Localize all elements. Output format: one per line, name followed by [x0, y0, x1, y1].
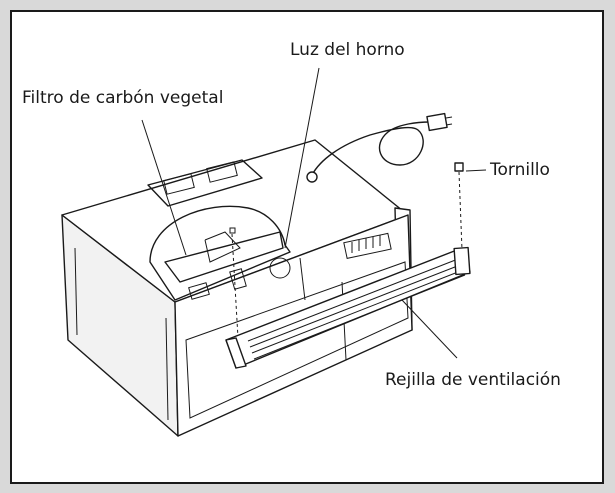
filter-opening: [149, 205, 306, 301]
top-plates: [147, 159, 263, 207]
label-vent-grille: Rejilla de ventilación: [385, 370, 561, 390]
leader-charcoal-filter: [141, 119, 187, 256]
leader-lines: [141, 67, 487, 359]
control-slots: [343, 232, 392, 259]
leader-vent-grille: [401, 299, 458, 359]
power-cord: [306, 112, 453, 183]
screw-assembly: [229, 162, 464, 339]
label-charcoal-filter: Filtro de carbón vegetal: [22, 88, 224, 108]
leader-screw: [465, 169, 487, 172]
vent-grille: [225, 246, 471, 369]
label-oven-light: Luz del horno: [290, 40, 405, 60]
leader-oven-light: [284, 67, 320, 249]
label-screw: Tornillo: [490, 160, 550, 180]
